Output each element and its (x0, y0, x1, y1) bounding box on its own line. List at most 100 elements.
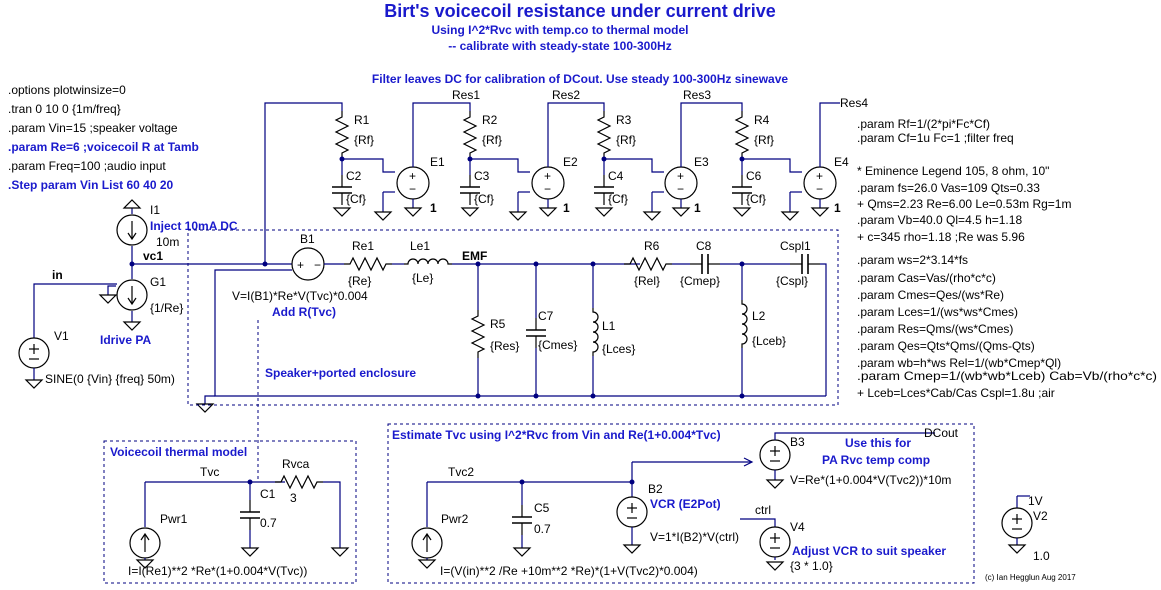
speaker-section: + − B1 V=I(B1)*Re*V(Tvc)*0.004 Add R(Tvc… (187, 229, 839, 482)
net-tvc2: Tvc2 (448, 465, 474, 479)
directive-line: .param Re=6 ;voicecoil R at Tamb (8, 140, 199, 154)
c4-value: {Cf} (608, 192, 628, 206)
svg-text:+: + (677, 169, 684, 183)
c7-label: C7 (538, 309, 554, 323)
rvca-label: Rvca (282, 457, 310, 471)
i1-label: I1 (150, 203, 160, 217)
directives-left: .options plotwinsize=0 .tran 0 10 0 {1m/… (8, 83, 199, 192)
svg-text:−: − (409, 182, 416, 196)
net-vc1: vc1 (143, 249, 163, 263)
r4-value: {Rf} (754, 133, 774, 147)
net-dcout: DCout (924, 426, 959, 440)
b3-note-2: PA Rvc temp comp (822, 453, 930, 467)
r3-label: R3 (616, 113, 632, 127)
b1-note: Add R(Tvc) (272, 305, 336, 319)
svg-text:−: − (544, 182, 551, 196)
thermal-label: Voicecoil thermal model (110, 445, 247, 459)
e2-label: E2 (563, 155, 578, 169)
g1-label: G1 (150, 275, 166, 289)
v4-label: V4 (790, 520, 805, 534)
directive-line: .param Vb=40.0 Ql=4.5 h=1.18 (857, 213, 1022, 227)
e3-label: E3 (694, 155, 709, 169)
svg-text:−: − (677, 182, 684, 196)
b2-note: VCR (E2Pot) (650, 497, 721, 511)
svg-text:+: + (297, 258, 304, 272)
b3-note-1: Use this for (845, 436, 911, 450)
v1-label: V1 (54, 329, 69, 343)
b1-expr: V=I(B1)*Re*V(Tvc)*0.004 (232, 289, 368, 303)
re1-value: {Re} (348, 274, 371, 288)
le1-value: {Le} (412, 271, 433, 285)
b3-expr: V=Re*(1+0.004*V(Tvc2))*10m (790, 473, 951, 487)
l2-value: {Lceb} (752, 334, 786, 348)
c1-value: 0.7 (260, 516, 277, 530)
g1-value: {1/Re} (150, 301, 183, 315)
r6-label: R6 (644, 239, 660, 253)
v4-value: {3 * 1.0} (790, 559, 833, 573)
e4-gain: 1 (834, 201, 841, 215)
cspl-label: Cspl1 (780, 239, 811, 253)
speaker-label: Speaker+ported enclosure (265, 366, 416, 380)
net-in: in (52, 268, 63, 282)
directive-line: .param Res=Qms/(ws*Cmes) (857, 322, 1013, 336)
b1-label: B1 (300, 232, 315, 246)
e3-gain: 1 (694, 201, 701, 215)
r2-value: {Rf} (482, 133, 502, 147)
directives-right: .param Rf=1/(2*pi*Fc*Cf) .param Cf=1u Fc… (857, 117, 1157, 400)
directive-line: .tran 0 10 0 {1m/freq} (8, 102, 121, 116)
r5-label: R5 (490, 317, 506, 331)
svg-text:+: + (816, 169, 823, 183)
credit-text: (c) Ian Hegglun Aug 2017 (985, 573, 1076, 582)
directive-line: .param ws=2*3.14*fs (857, 253, 968, 267)
le1-label: Le1 (410, 239, 430, 253)
directive-line: .param Qes=Qts*Qms/(Qms-Qts) (857, 339, 1035, 353)
directive-line: .param wb=h*ws Rel=1/(wb*Cmep*Ql) (857, 356, 1061, 370)
v2-label: V2 (1033, 509, 1048, 523)
c6-value: {Cf} (746, 192, 766, 206)
directive-line: .param Cmep=1/(wb*wb*Lceb) Cab=Vb/(rho*c… (857, 369, 1157, 383)
drive-section: I1 Inject 10mA DC 10m vc1 G1 {1/Re} Idri… (18, 199, 292, 389)
l1-value: {Lces} (602, 342, 635, 356)
pwr1-label: Pwr1 (160, 512, 188, 526)
b2-label: B2 (648, 482, 663, 496)
directive-line: + Qms=2.23 Re=6.00 Le=0.53m Rg=1m (857, 197, 1071, 211)
e1-label: E1 (430, 155, 445, 169)
directive-line: * Eminence Legend 105, 8 ohm, 10" (857, 164, 1049, 178)
v2-net: 1V (1028, 494, 1043, 508)
re1-label: Re1 (352, 239, 374, 253)
filter-chain: R1 {Rf} C2 {Cf} + − E1 1 Res1 R2 {Rf} C3… (264, 88, 868, 264)
e2-gain: 1 (563, 201, 570, 215)
diagram-title: Birt's voicecoil resistance under curren… (384, 1, 775, 21)
net-res4: Res4 (840, 96, 868, 110)
pwr2-label: Pwr2 (441, 512, 469, 526)
r5-value: {Res} (490, 339, 519, 353)
estimate-section: Estimate Tvc using I^2*Rvc from Vin and … (387, 423, 975, 584)
c3-label: C3 (474, 169, 490, 183)
filter-note: Filter leaves DC for calibration of DCou… (372, 72, 788, 86)
svg-text:−: − (816, 182, 823, 196)
r6-value: {Rel} (634, 274, 660, 288)
r1-label: R1 (354, 113, 370, 127)
net-res3: Res3 (683, 88, 711, 102)
subtitle-2: -- calibrate with steady-state 100-300Hz (448, 39, 671, 53)
i1-value: 10m (156, 235, 179, 249)
net-tvc: Tvc (200, 465, 219, 479)
c7-value: {Cmes} (538, 338, 577, 352)
l2-label: L2 (752, 309, 766, 323)
directive-line: .param Rf=1/(2*pi*Fc*Cf) (857, 117, 990, 131)
v1-value: SINE(0 {Vin} {freq} 50m) (45, 372, 175, 386)
c6-label: C6 (746, 169, 762, 183)
v2-value: 1.0 (1033, 549, 1050, 563)
g1-note: Idrive PA (100, 333, 151, 347)
subtitle-1: Using I^2*Rvc with temp.co to thermal mo… (431, 23, 688, 37)
directive-line: .param Lces=1/(ws*ws*Cmes) (857, 305, 1018, 319)
directive-line: .param Cas=Vas/(rho*c*c) (857, 271, 996, 285)
directive-line: .param Cmes=Qes/(ws*Re) (857, 288, 1004, 302)
thermal-model: Voicecoil thermal model Tvc Pwr1 C1 0.7 … (103, 440, 357, 584)
c1-label: C1 (260, 487, 276, 501)
estimate-expr: I=(V(in)**2 /Re +10m**2 *Re)*(1+V(Tvc2)*… (440, 564, 698, 578)
l1-label: L1 (602, 319, 616, 333)
c4-label: C4 (608, 169, 624, 183)
c5-label: C5 (534, 501, 550, 515)
c5-value: 0.7 (534, 522, 551, 536)
